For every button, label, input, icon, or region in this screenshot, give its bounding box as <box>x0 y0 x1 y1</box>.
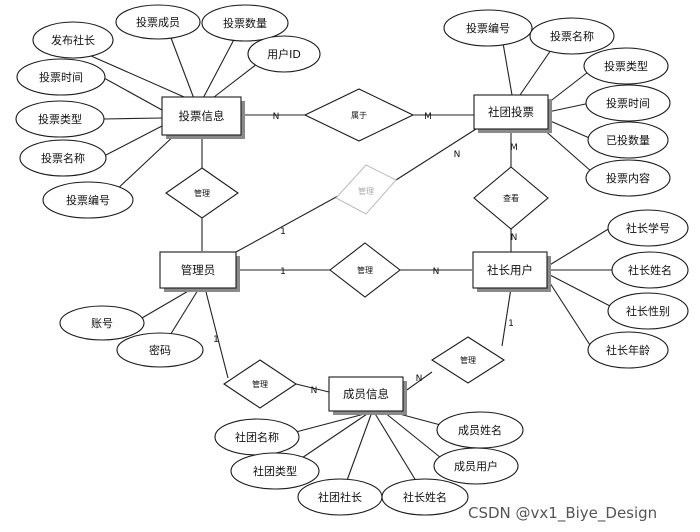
entity-club-vote-label: 社团投票 <box>488 105 534 119</box>
attr-vote-info-1-label: 投票成员 <box>136 15 180 29</box>
attr-club-vote-3 <box>585 84 671 122</box>
attr-club-vote-4 <box>587 121 669 159</box>
attr-member-4-label: 成员姓名 <box>458 423 502 437</box>
attr-admin-0-label: 账号 <box>91 317 113 330</box>
attr-vote-info-2 <box>201 4 289 42</box>
attr-club-vote-0-label: 投票编号 <box>466 21 510 35</box>
attr-vote-info-5 <box>15 100 105 138</box>
entity-member-info: 成员信息 <box>328 376 407 415</box>
attr-president-0 <box>607 209 689 247</box>
entity-vote-info: 投票信息 <box>161 96 245 139</box>
entity-admin-label: 管理员 <box>181 263 216 277</box>
rel-manage-admin-president: 管理 <box>329 242 401 298</box>
attr-admin-0 <box>59 305 145 341</box>
card-admin-member-a: 1 <box>213 335 219 345</box>
attr-president-2 <box>607 292 689 330</box>
attr-vote-info-6 <box>19 139 107 177</box>
attr-club-vote-4-label: 已投数量 <box>606 133 650 147</box>
attr-admin-1-label: 密码 <box>149 343 171 357</box>
attributes-vote-info: 发布社长 投票成员 投票数量 用户ID 投票时间 投票类型 投票名称 投票编号 <box>15 4 321 219</box>
attr-president-1 <box>611 251 689 289</box>
card-president-member-b: N <box>416 374 423 384</box>
rel-manage-admin-member-label: 管理 <box>252 379 268 389</box>
rel-manage-president-member: 管理 <box>430 336 506 384</box>
entity-president-user-label: 社长用户 <box>487 263 533 277</box>
attributes-admin: 账号 密码 <box>59 305 204 368</box>
rel-manage-president-member-label: 管理 <box>460 355 476 365</box>
attributes-president-user: 社长学号 社长姓名 社长性别 社长年龄 <box>587 209 689 369</box>
attr-club-vote-2-label: 投票类型 <box>604 59 648 73</box>
attr-vote-info-0 <box>32 21 114 59</box>
attr-member-5-label: 成员用户 <box>454 459 498 473</box>
attr-president-3-label: 社长年龄 <box>606 343 650 357</box>
card-admin-member-b: N <box>311 386 318 396</box>
attr-club-vote-2 <box>583 47 669 85</box>
attr-vote-info-2-label: 投票数量 <box>223 16 267 30</box>
attr-member-2-label: 社团社长 <box>318 490 362 504</box>
cardinalities: N M N 1 M N 1 N 1 N 1 N <box>213 112 518 396</box>
attr-vote-info-3 <box>247 35 321 73</box>
card-admin-manage: 1 <box>280 267 286 277</box>
attr-member-1-label: 社团类型 <box>253 464 297 478</box>
attr-club-vote-1-label: 投票名称 <box>550 29 594 43</box>
attr-vote-info-6-label: 投票名称 <box>41 151 85 165</box>
rel-manage-faint: 管理 <box>335 164 397 215</box>
attr-president-2-label: 社长性别 <box>626 304 670 318</box>
card-belongs-club: M <box>424 112 432 122</box>
attr-club-vote-5-label: 投票内容 <box>606 171 650 185</box>
attr-member-1 <box>230 452 320 490</box>
rel-view-label: 查看 <box>503 193 519 203</box>
attr-president-1-label: 社长姓名 <box>628 263 672 277</box>
attr-member-3 <box>381 478 469 516</box>
relationships: 属于 管理 查看 管理 管理 管理 管理 <box>165 88 549 409</box>
attr-vote-info-7 <box>42 181 134 219</box>
attr-vote-info-7-label: 投票编号 <box>66 193 110 207</box>
rel-belongs: 属于 <box>303 88 415 142</box>
rel-manage-faint-label: 管理 <box>358 186 374 196</box>
rel-manage-vote: 管理 <box>165 167 239 219</box>
entity-vote-info-label: 投票信息 <box>179 109 225 123</box>
rel-view: 查看 <box>473 166 549 230</box>
card-club-view: M <box>510 143 518 153</box>
attr-member-3-label: 社长姓名 <box>403 490 447 504</box>
attr-club-vote-3-label: 投票时间 <box>606 96 650 110</box>
card-faint-admin: 1 <box>280 227 286 237</box>
watermark: CSDN @vx1_Biye_Design <box>468 504 657 523</box>
attr-club-vote-1 <box>529 17 615 55</box>
entity-member-info-label: 成员信息 <box>343 387 389 401</box>
attr-vote-info-4-label: 投票时间 <box>39 70 83 84</box>
attributes-club-vote: 投票编号 投票名称 投票类型 投票时间 已投数量 投票内容 <box>443 9 671 197</box>
edges <box>81 29 612 495</box>
attr-president-3 <box>587 331 669 369</box>
entity-president-user: 社长用户 <box>472 251 551 292</box>
rel-manage-vote-label: 管理 <box>194 188 210 198</box>
rel-belongs-label: 属于 <box>351 111 367 120</box>
attr-club-vote-0 <box>443 9 533 47</box>
card-president-member-a: 1 <box>508 319 514 329</box>
attr-admin-1 <box>116 332 204 368</box>
entity-admin: 管理员 <box>159 251 240 292</box>
rel-manage-admin-president-label: 管理 <box>357 265 373 275</box>
attributes-member-info: 社团名称 社团类型 社团社长 社长姓名 成员姓名 成员用户 <box>214 411 524 516</box>
rel-manage-admin-member: 管理 <box>223 359 297 409</box>
attr-vote-info-5-label: 投票类型 <box>38 112 82 126</box>
card-club-faint: N <box>454 150 461 160</box>
attr-member-5 <box>433 447 519 485</box>
attr-vote-info-0-label: 发布社长 <box>51 33 95 47</box>
attr-member-0-label: 社团名称 <box>235 430 279 444</box>
attr-club-vote-5 <box>585 159 671 197</box>
attr-president-0-label: 社长学号 <box>626 221 670 235</box>
attr-vote-info-1 <box>115 4 201 40</box>
card-manage-president: N <box>433 267 440 277</box>
card-view-president: N <box>511 233 518 243</box>
attr-vote-info-4 <box>16 58 106 96</box>
attr-vote-info-3-label: 用户ID <box>267 47 301 61</box>
card-vote-belongs: N <box>273 112 280 122</box>
entity-club-vote: 社团投票 <box>473 94 552 133</box>
entities: 投票信息 社团投票 管理员 社长用户 成员信息 <box>159 94 552 415</box>
